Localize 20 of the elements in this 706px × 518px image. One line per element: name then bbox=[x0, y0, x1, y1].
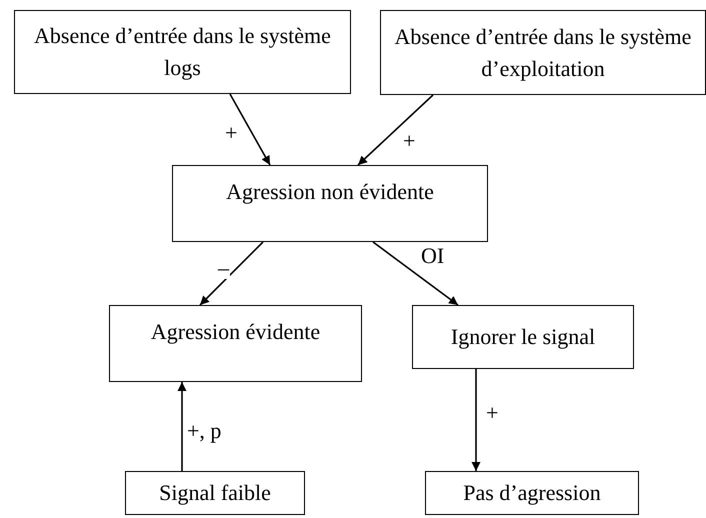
process-box bbox=[425, 471, 639, 515]
box-label: Absence d’entrée dans le système d’exploitation bbox=[394, 22, 692, 83]
arrow bbox=[472, 369, 480, 471]
process-box bbox=[380, 10, 706, 95]
process-box bbox=[172, 165, 488, 242]
box-label: Pas d’agression bbox=[463, 479, 601, 508]
box-label: Agression non évidente bbox=[226, 178, 434, 206]
process-box bbox=[125, 471, 305, 515]
box-label: Ignorer le signal bbox=[450, 323, 596, 352]
process-box bbox=[109, 305, 362, 382]
process-box bbox=[412, 305, 634, 369]
box-label: Absence d’entrée dans le système logs bbox=[33, 22, 332, 82]
arrow bbox=[372, 241, 458, 306]
process-box bbox=[14, 10, 351, 94]
arrow bbox=[199, 241, 264, 306]
box-label: Agression évidente bbox=[150, 318, 320, 346]
arrow bbox=[357, 94, 434, 166]
box-label: Signal faible bbox=[159, 479, 271, 508]
arrow bbox=[229, 94, 271, 166]
arrow bbox=[178, 382, 186, 471]
